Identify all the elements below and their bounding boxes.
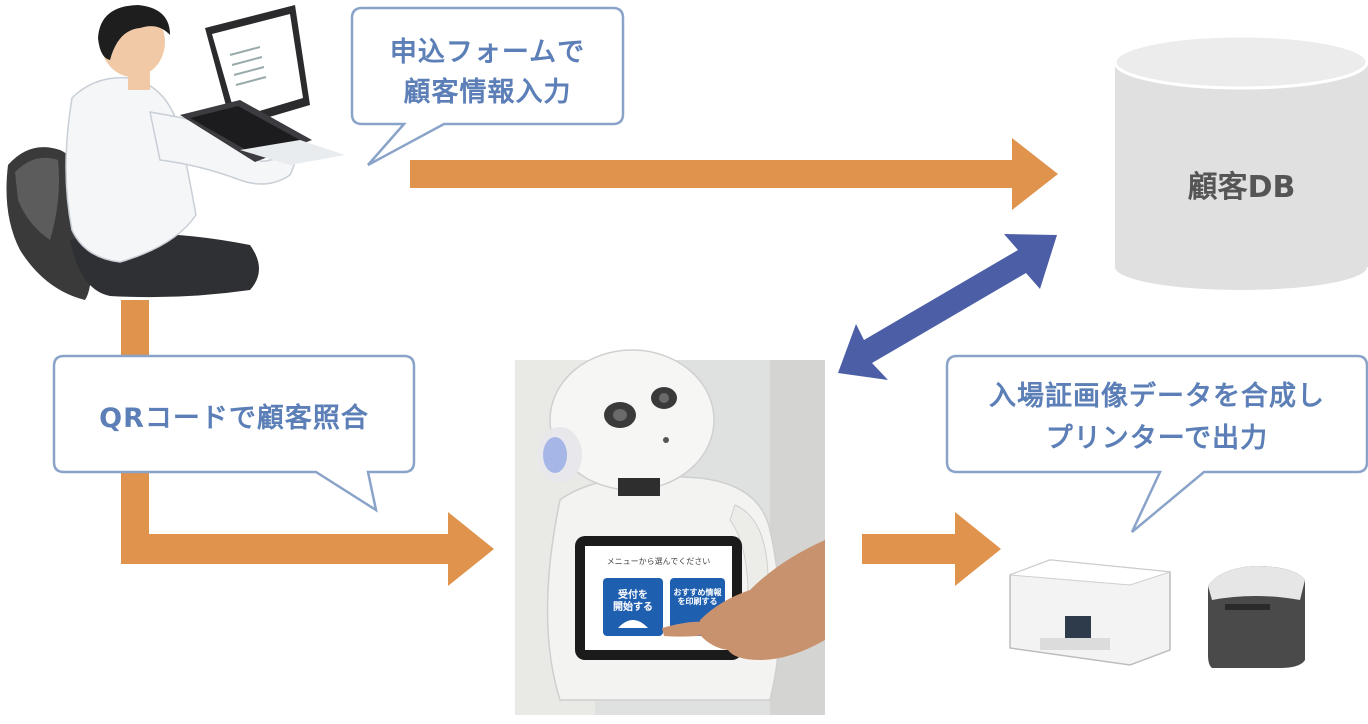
bubble-qr-match: [52, 354, 416, 513]
tablet-button-print-info-line2: を印刷する: [677, 597, 718, 607]
tablet-button-reception-line2: 開始する: [613, 601, 653, 613]
bubble-print-output: [945, 354, 1368, 533]
inkjet-printer: [1009, 559, 1171, 666]
bubble-print-line1: 入場証画像データを合成し: [989, 381, 1325, 412]
bubble-form-input: [350, 6, 625, 167]
tablet-button-reception-line1: 受付を: [618, 590, 648, 601]
bubble-form-line2: 顧客情報入力: [403, 77, 572, 108]
bubble-form-line1: 申込フォームで: [389, 37, 586, 68]
bubble-qr-text: QRコードで顧客照合: [99, 403, 369, 434]
tablet-button-reception: 受付を 開始する: [603, 590, 663, 613]
bubble-print-line2: プリンターで出力: [1045, 423, 1269, 454]
tablet-menu-prompt: メニューから選んでください: [606, 557, 711, 566]
tablet-button-print-info-line1: おすすめ情報: [673, 588, 722, 597]
robot-photo: [515, 349, 825, 715]
arrow-user-to-db: [410, 138, 1058, 210]
person-at-laptop-illustration: [6, 5, 345, 300]
arrow-user-to-robot: [121, 300, 494, 586]
tablet-button-print-info: おすすめ情報 を印刷する: [670, 588, 725, 606]
database-cylinder: [1113, 34, 1368, 290]
arrow-robot-to-printer: [862, 512, 1001, 586]
label-printer: [1208, 566, 1305, 668]
database-label: 顧客DB: [1187, 170, 1296, 205]
arrow-robot-db-bidirectional: [838, 234, 1057, 380]
